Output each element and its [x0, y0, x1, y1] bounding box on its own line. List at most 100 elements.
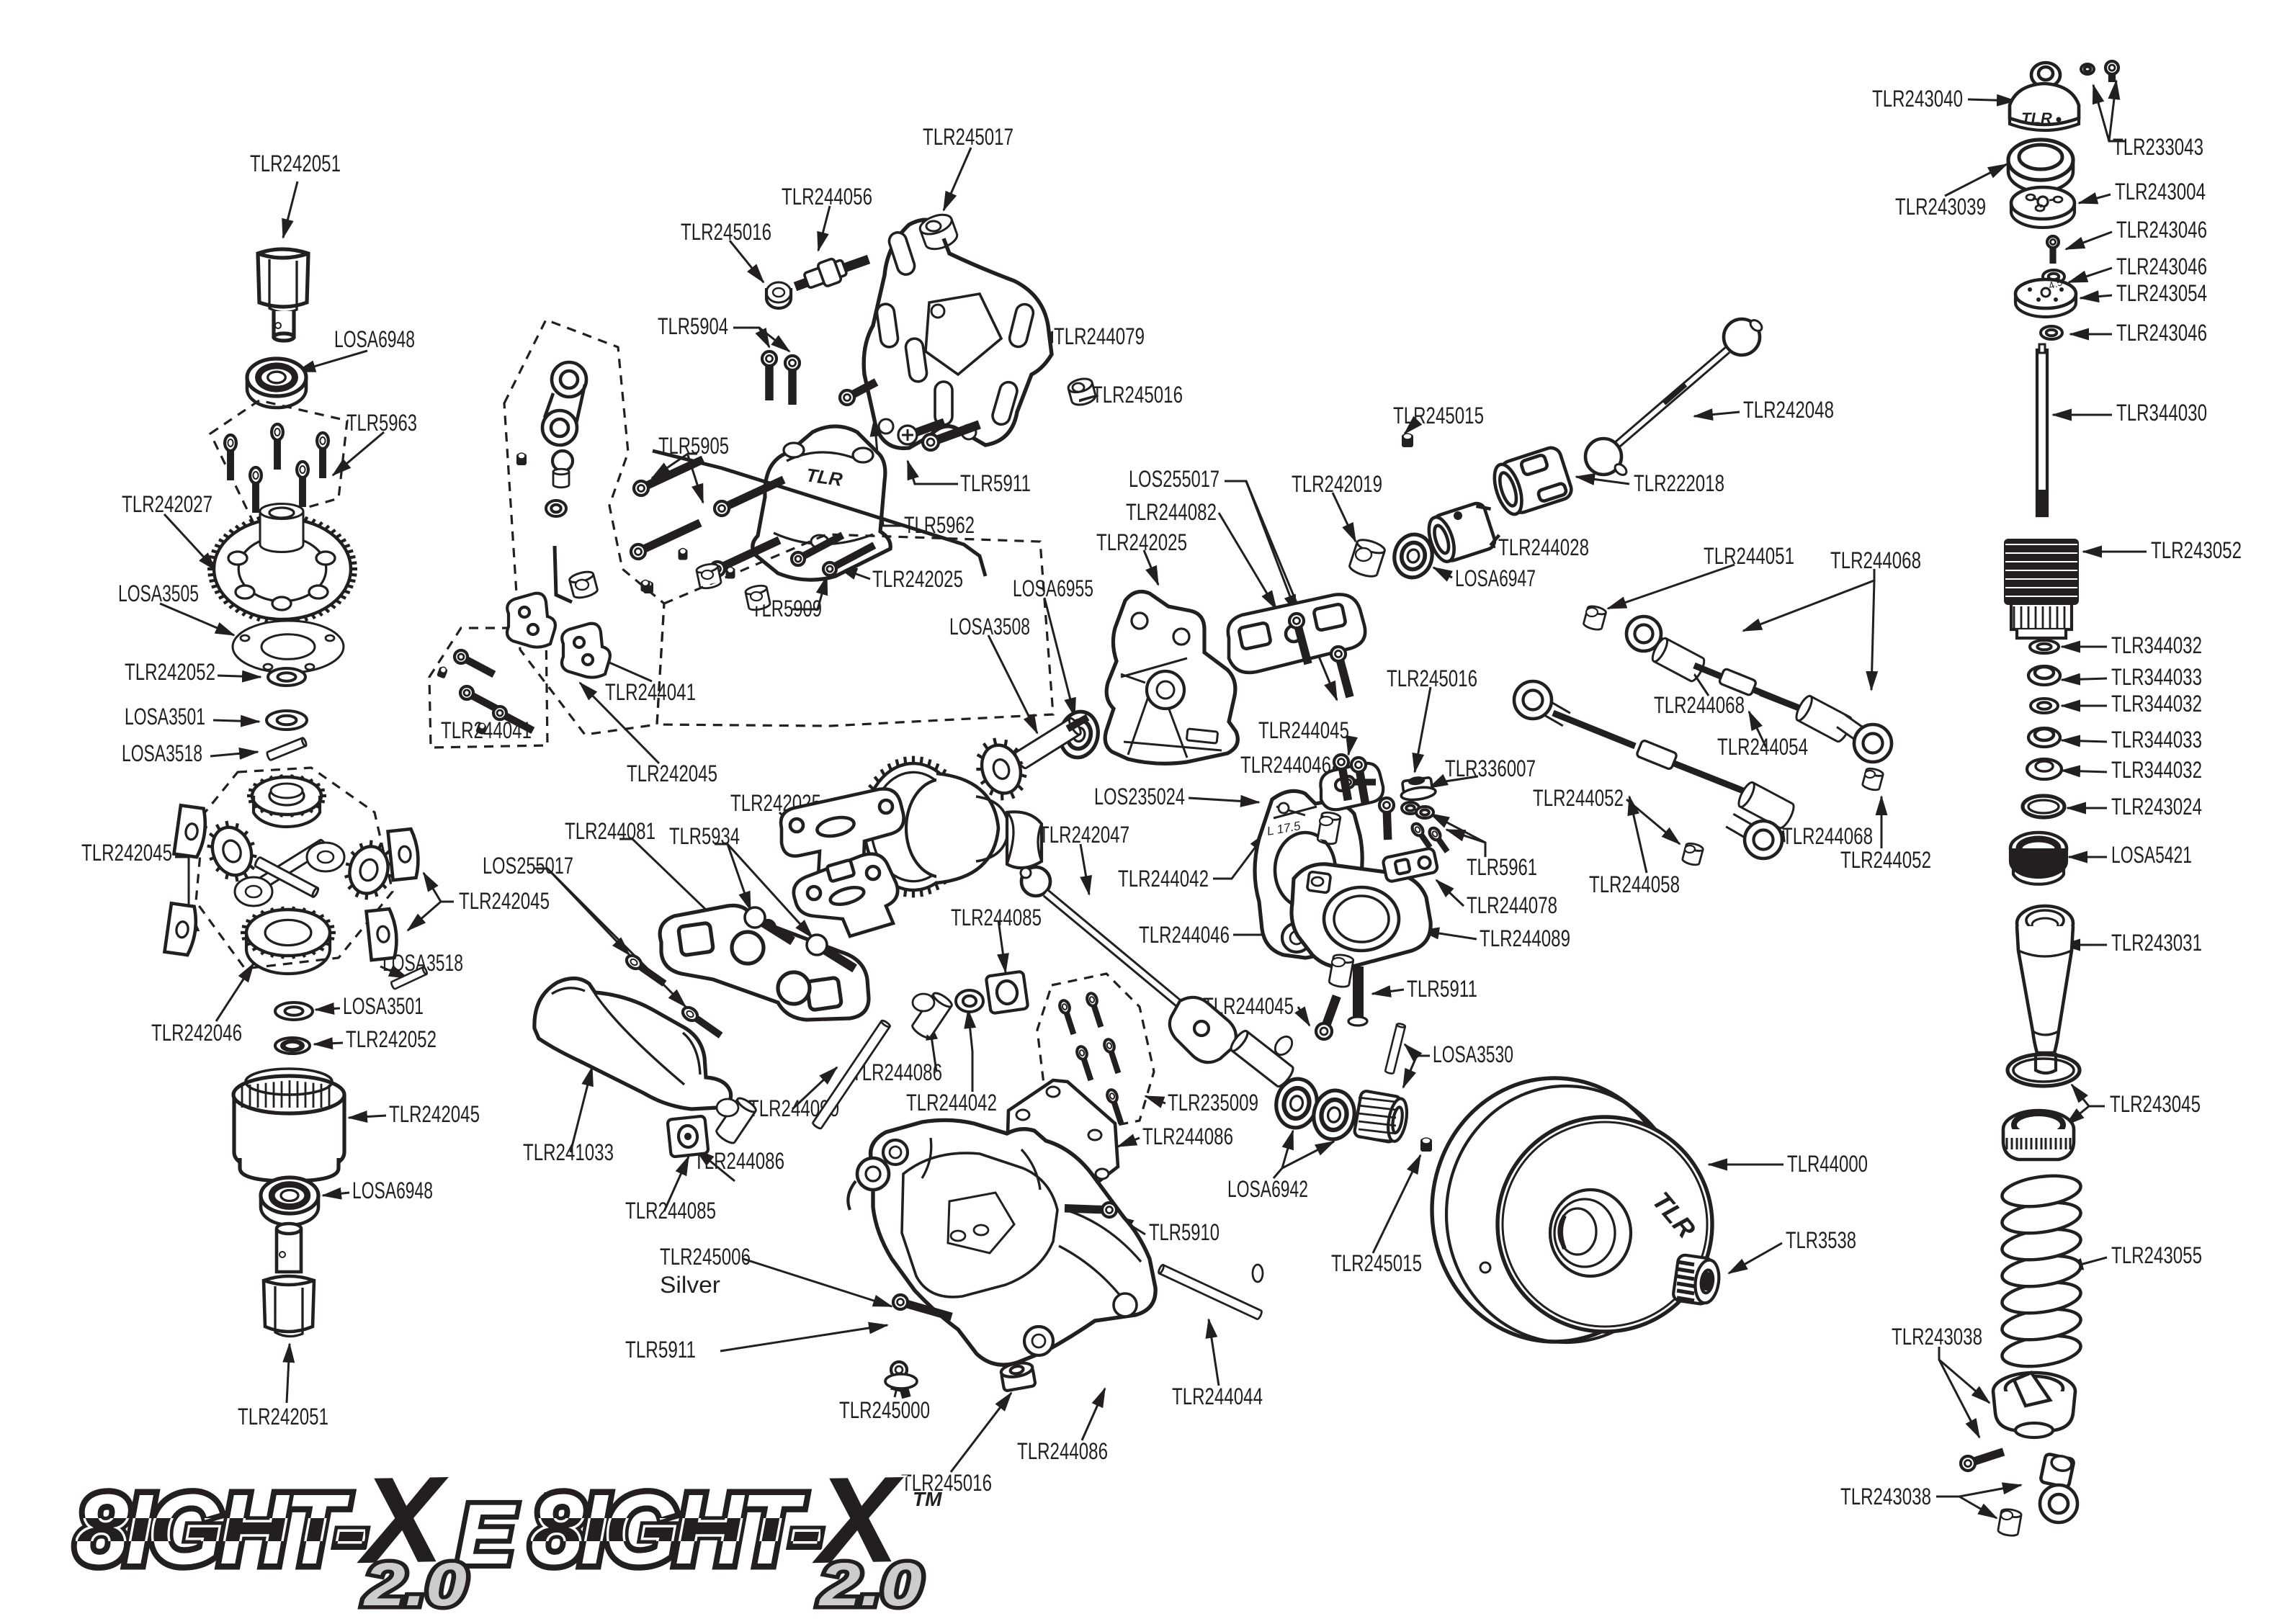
svg-text:TLR243046: TLR243046: [2116, 320, 2207, 346]
svg-text:LOSA3501: LOSA3501: [343, 993, 424, 1019]
svg-text:TLR222018: TLR222018: [1634, 470, 1724, 496]
svg-text:TLR242045: TLR242045: [81, 840, 172, 866]
svg-text:LOSA3505: LOSA3505: [118, 580, 199, 606]
svg-text:TLR244041: TLR244041: [605, 679, 696, 705]
svg-text:TLR243038: TLR243038: [1840, 1484, 1931, 1509]
svg-text:TLR5911: TLR5911: [625, 1337, 696, 1363]
svg-text:TLR245006: TLR245006: [660, 1244, 751, 1270]
svg-text:TLR3538: TLR3538: [1786, 1227, 1856, 1253]
svg-text:TLR244058: TLR244058: [1589, 871, 1680, 897]
svg-text:LOSA6948: LOSA6948: [352, 1177, 433, 1203]
svg-text:TLR243052: TLR243052: [2151, 537, 2242, 563]
svg-text:E: E: [457, 1487, 516, 1582]
svg-text:2.0: 2.0: [818, 1551, 922, 1618]
svg-text:TLR243046: TLR243046: [2116, 217, 2207, 243]
svg-text:2.0: 2.0: [363, 1551, 467, 1618]
svg-text:TLR344032: TLR344032: [2111, 757, 2202, 783]
svg-text:TLR244086: TLR244086: [1017, 1438, 1108, 1464]
svg-text:TLR244068: TLR244068: [1782, 823, 1873, 849]
svg-text:TLR244085: TLR244085: [625, 1198, 716, 1224]
svg-text:TLR242045: TLR242045: [389, 1101, 480, 1127]
svg-text:TLR245016: TLR245016: [1387, 665, 1477, 691]
svg-text:TLR244045: TLR244045: [1258, 717, 1349, 743]
svg-text:LOSA6942: LOSA6942: [1227, 1176, 1308, 1202]
svg-text:TLR245015: TLR245015: [1393, 403, 1484, 429]
svg-text:8IGHT-: 8IGHT-: [76, 1474, 364, 1585]
svg-text:TLR344032: TLR344032: [2111, 691, 2202, 717]
svg-text:X: X: [354, 1451, 450, 1589]
svg-text:TLR244056: TLR244056: [782, 184, 872, 210]
svg-text:TLR344033: TLR344033: [2111, 727, 2202, 753]
svg-text:TLR: TLR: [2021, 109, 2052, 127]
svg-text:TLR242052: TLR242052: [125, 659, 215, 685]
svg-text:LOSA5421: LOSA5421: [2111, 842, 2192, 868]
svg-text:TLR44000: TLR44000: [1787, 1151, 1868, 1177]
svg-text:Silver: Silver: [660, 1272, 720, 1298]
svg-text:TLR244044: TLR244044: [1172, 1383, 1263, 1409]
svg-text:TLR242047: TLR242047: [1039, 822, 1129, 848]
svg-text:TLR243040: TLR243040: [1872, 86, 1963, 112]
svg-text:TLR242046: TLR242046: [151, 1020, 242, 1046]
svg-text:TLR244028: TLR244028: [1498, 534, 1589, 560]
svg-text:4.5: 4.5: [2047, 276, 2064, 292]
svg-text:TLR242052: TLR242052: [346, 1026, 437, 1052]
svg-text:TLR243045: TLR243045: [2110, 1091, 2201, 1117]
svg-text:TLR336007: TLR336007: [1445, 755, 1536, 781]
svg-text:2.0: 2.0: [818, 1551, 922, 1618]
svg-text:TLR242025: TLR242025: [872, 566, 963, 592]
svg-text:8IGHT-: 8IGHT-: [531, 1474, 819, 1585]
svg-text:TLR244042: TLR244042: [906, 1090, 997, 1116]
svg-text:E: E: [457, 1487, 516, 1582]
svg-text:TLR244089: TLR244089: [1480, 925, 1570, 951]
svg-text:LOSA6948: LOSA6948: [334, 326, 415, 352]
svg-text:TLR235009: TLR235009: [1168, 1090, 1258, 1116]
svg-text:LOSA3530: LOSA3530: [1433, 1041, 1513, 1067]
svg-text:TLR244086: TLR244086: [851, 1059, 942, 1085]
svg-text:TLR5904: TLR5904: [658, 313, 728, 339]
svg-text:LOSA3501: LOSA3501: [125, 704, 205, 730]
svg-text:8IGHT-: 8IGHT-: [531, 1474, 819, 1585]
svg-text:TLR244086: TLR244086: [1142, 1123, 1233, 1149]
svg-text:TLR5911: TLR5911: [960, 470, 1031, 496]
svg-text:TLR: TLR: [805, 464, 843, 490]
svg-text:TLR244051: TLR244051: [1704, 543, 1794, 569]
svg-text:TLR344033: TLR344033: [2111, 664, 2202, 690]
svg-text:TLR243038: TLR243038: [1892, 1324, 1982, 1350]
svg-text:TLR243024: TLR243024: [2111, 794, 2202, 820]
svg-text:8IGHT-: 8IGHT-: [76, 1474, 364, 1585]
svg-text:8IGHT-: 8IGHT-: [76, 1474, 364, 1585]
svg-text:TLR241033: TLR241033: [523, 1139, 614, 1165]
svg-text:TLR245016: TLR245016: [1092, 382, 1183, 408]
svg-text:TLR242019: TLR242019: [1292, 471, 1382, 497]
svg-text:TLR244079: TLR244079: [1054, 323, 1145, 349]
svg-text:TLR5963: TLR5963: [346, 410, 417, 436]
svg-text:LOS235024: LOS235024: [1094, 784, 1185, 809]
svg-text:2.0: 2.0: [363, 1551, 467, 1618]
svg-text:TLR242051: TLR242051: [250, 151, 341, 176]
svg-text:TLR244046: TLR244046: [1139, 922, 1230, 948]
svg-text:TLR243039: TLR243039: [1895, 194, 1986, 220]
svg-text:TLR344032: TLR344032: [2111, 632, 2202, 658]
svg-text:TM: TM: [542, 1488, 572, 1510]
svg-text:TLR244052: TLR244052: [1840, 847, 1931, 873]
svg-text:LOS255017: LOS255017: [1129, 466, 1219, 492]
svg-text:TLR243046: TLR243046: [2116, 254, 2207, 279]
svg-text:TLR245016: TLR245016: [681, 219, 771, 245]
svg-text:TLR5961: TLR5961: [1467, 854, 1537, 880]
svg-text:TLR242027: TLR242027: [122, 491, 212, 517]
svg-text:TLR245016: TLR245016: [901, 1470, 992, 1496]
svg-text:TLR242051: TLR242051: [238, 1404, 328, 1430]
svg-text:TLR245017: TLR245017: [923, 124, 1013, 150]
svg-text:TLR344030: TLR344030: [2116, 400, 2207, 426]
svg-text:TLR244042: TLR244042: [1118, 866, 1209, 892]
svg-text:TLR244052: TLR244052: [1533, 785, 1624, 811]
svg-text:TLR243054: TLR243054: [2116, 280, 2207, 306]
svg-text:TLR243031: TLR243031: [2111, 930, 2202, 956]
svg-text:TLR244085: TLR244085: [951, 905, 1042, 930]
svg-text:TLR5962: TLR5962: [904, 512, 975, 538]
svg-text:TLR244068: TLR244068: [1654, 692, 1745, 718]
svg-text:TLR5911: TLR5911: [1407, 976, 1477, 1002]
svg-text:TLR244081: TLR244081: [565, 818, 655, 844]
svg-text:LOSA3518: LOSA3518: [122, 740, 202, 766]
svg-text:TLR242025: TLR242025: [1096, 529, 1187, 555]
